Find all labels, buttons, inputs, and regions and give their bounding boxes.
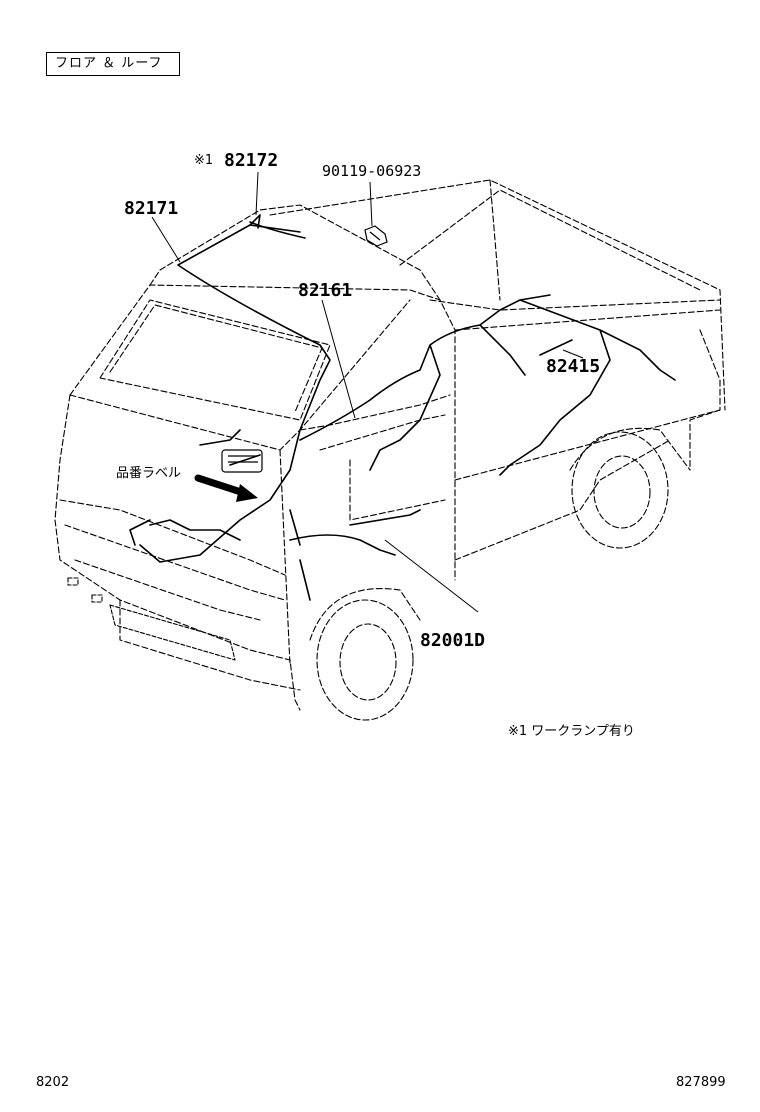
footer-right-code: 827899 xyxy=(676,1075,726,1090)
part-number-82172: 82172 xyxy=(224,150,279,171)
leader-82001d xyxy=(384,539,479,613)
label-arrow xyxy=(194,474,258,502)
label-plate xyxy=(221,449,263,473)
work-lamp-mark: ※1 xyxy=(194,153,214,168)
harness-82415 xyxy=(539,339,573,356)
front-wheel xyxy=(309,588,421,721)
leader-82172 xyxy=(255,171,259,216)
bolt-90119 xyxy=(364,225,388,247)
leader-82171 xyxy=(151,216,181,263)
footer-left-code: 8202 xyxy=(36,1075,70,1090)
front-lamps xyxy=(67,577,236,661)
part-number-82001d: 82001D xyxy=(420,630,486,651)
rear-wheel xyxy=(569,427,691,549)
part-number-82415: 82415 xyxy=(546,356,601,377)
harness-82001d xyxy=(289,509,421,601)
roof-harness-82171 xyxy=(139,214,331,563)
harness-82161 xyxy=(299,294,676,476)
dash-harness xyxy=(129,429,261,546)
leader-90119 xyxy=(369,181,373,227)
part-number-82161: 82161 xyxy=(298,280,353,301)
cab-outline xyxy=(54,204,456,711)
part-number-82171: 82171 xyxy=(124,198,179,219)
part-number-90119-06923: 90119-06923 xyxy=(322,162,422,180)
roof-harness-82172 xyxy=(249,221,306,239)
part-number-label-note: 品番ラベル xyxy=(116,466,182,481)
leader-82415 xyxy=(562,349,584,359)
section-label: フロア ＆ ルーフ xyxy=(46,52,180,76)
leader-82161 xyxy=(321,299,356,419)
bed-outline xyxy=(269,179,726,561)
work-lamp-footnote: ※1 ワークランプ有り xyxy=(508,724,635,739)
